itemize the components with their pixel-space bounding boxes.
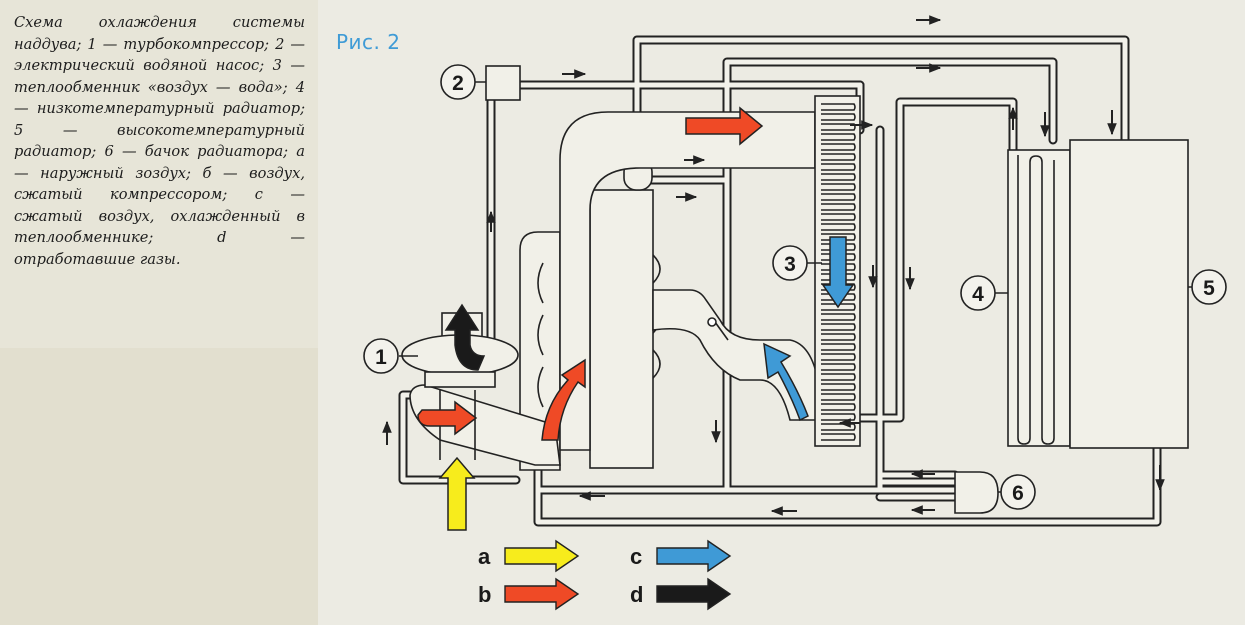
heat-exchanger-fin [821, 113, 856, 121]
heat-exchanger-fin [821, 223, 856, 231]
heat-exchanger-fin [821, 263, 856, 271]
heat-exchanger-fin [821, 303, 856, 311]
legend-letter-c: c [630, 544, 642, 569]
cooled-air-arrow-1 [821, 236, 855, 309]
outside-air-arrow [438, 456, 476, 531]
heat-exchanger-fin [821, 353, 856, 361]
caption-panel-lower [0, 348, 318, 625]
figure-label: Рис. 2 [336, 30, 401, 54]
heat-exchanger-fin [821, 393, 856, 401]
compressor-outlet-pipe [409, 384, 561, 466]
legend-letter-b: b [478, 582, 491, 607]
cooled-air-arrow-2 [763, 342, 809, 422]
legend-item-a: a [478, 539, 580, 573]
legend-item-d: d [630, 577, 732, 611]
callout-3: 3 [772, 245, 822, 281]
heat-exchanger-fin [821, 293, 856, 301]
compressed-air-arrow-1 [417, 400, 478, 436]
heat-exchanger-fin [821, 273, 856, 281]
heat-exchanger-fin [821, 243, 856, 251]
compressed-air-arrow-3 [685, 106, 764, 146]
heat-exchanger-fin [821, 173, 856, 181]
callout-4: 4 [960, 275, 1008, 311]
heat-exchanger-fin [821, 403, 856, 411]
heat-exchanger-fin [821, 373, 856, 381]
heat-exchanger-fin [821, 163, 856, 171]
heat-exchanger-fin [821, 143, 856, 151]
heat-exchanger-fin [821, 213, 856, 221]
legend-swatch-c [656, 539, 732, 573]
legend-swatch-a [504, 539, 580, 573]
figure-caption: Схема охлаждения системы наддува; 1 — ту… [14, 14, 305, 268]
heat-exchanger-fin [821, 183, 856, 191]
heat-exchanger-fin [821, 383, 856, 391]
exhaust-arrow [444, 303, 486, 371]
callout-5: 5 [1188, 269, 1227, 305]
heat-exchanger-fin [821, 333, 856, 341]
heat-exchanger-fin [821, 203, 856, 211]
callout-6: 6 [998, 474, 1036, 510]
callout-2-label: 2 [452, 72, 464, 95]
compressed-air-arrow-2 [541, 358, 586, 441]
heat-exchanger-fin [821, 153, 856, 161]
radiator-tank [954, 471, 999, 514]
legend: a b c d [478, 539, 732, 611]
legend-letter-d: d [630, 582, 643, 607]
heat-exchanger-fin [821, 433, 856, 441]
caption-panel: Схема охлаждения системы наддува; 1 — ту… [0, 0, 318, 625]
heat-exchanger-fin [821, 313, 856, 321]
callout-6-label: 6 [1012, 482, 1024, 505]
callout-1: 1 [363, 338, 418, 374]
legend-swatch-d [656, 577, 732, 611]
legend-item-b: b [478, 577, 580, 611]
legend-letter-a: a [478, 544, 491, 569]
heat-exchanger-fin [821, 133, 856, 141]
heat-exchanger-fin [821, 363, 856, 371]
heat-exchanger-fin [821, 423, 856, 431]
heat-exchanger-fin [821, 283, 856, 291]
callout-4-label: 4 [972, 283, 984, 306]
legend-swatch-b [504, 577, 580, 611]
heat-exchanger-fin [821, 253, 856, 261]
legend-item-c: c [630, 539, 732, 573]
low-temperature-radiator [1007, 149, 1071, 447]
heat-exchanger-fin [821, 323, 856, 331]
callout-2: 2 [440, 64, 486, 100]
callout-1-label: 1 [375, 346, 387, 369]
heat-exchanger-fin [821, 413, 856, 421]
electric-water-pump [485, 65, 521, 101]
callout-5-label: 5 [1203, 277, 1215, 300]
high-temperature-radiator [1069, 139, 1189, 449]
heat-exchanger-fin [821, 343, 856, 351]
heat-exchanger-fin [821, 103, 856, 111]
coolant-direction-arrows [382, 15, 1165, 516]
flow-arrows [417, 106, 855, 531]
heat-exchanger-fin [821, 193, 856, 201]
callout-3-label: 3 [784, 253, 796, 276]
heat-exchanger-fin [821, 233, 856, 241]
